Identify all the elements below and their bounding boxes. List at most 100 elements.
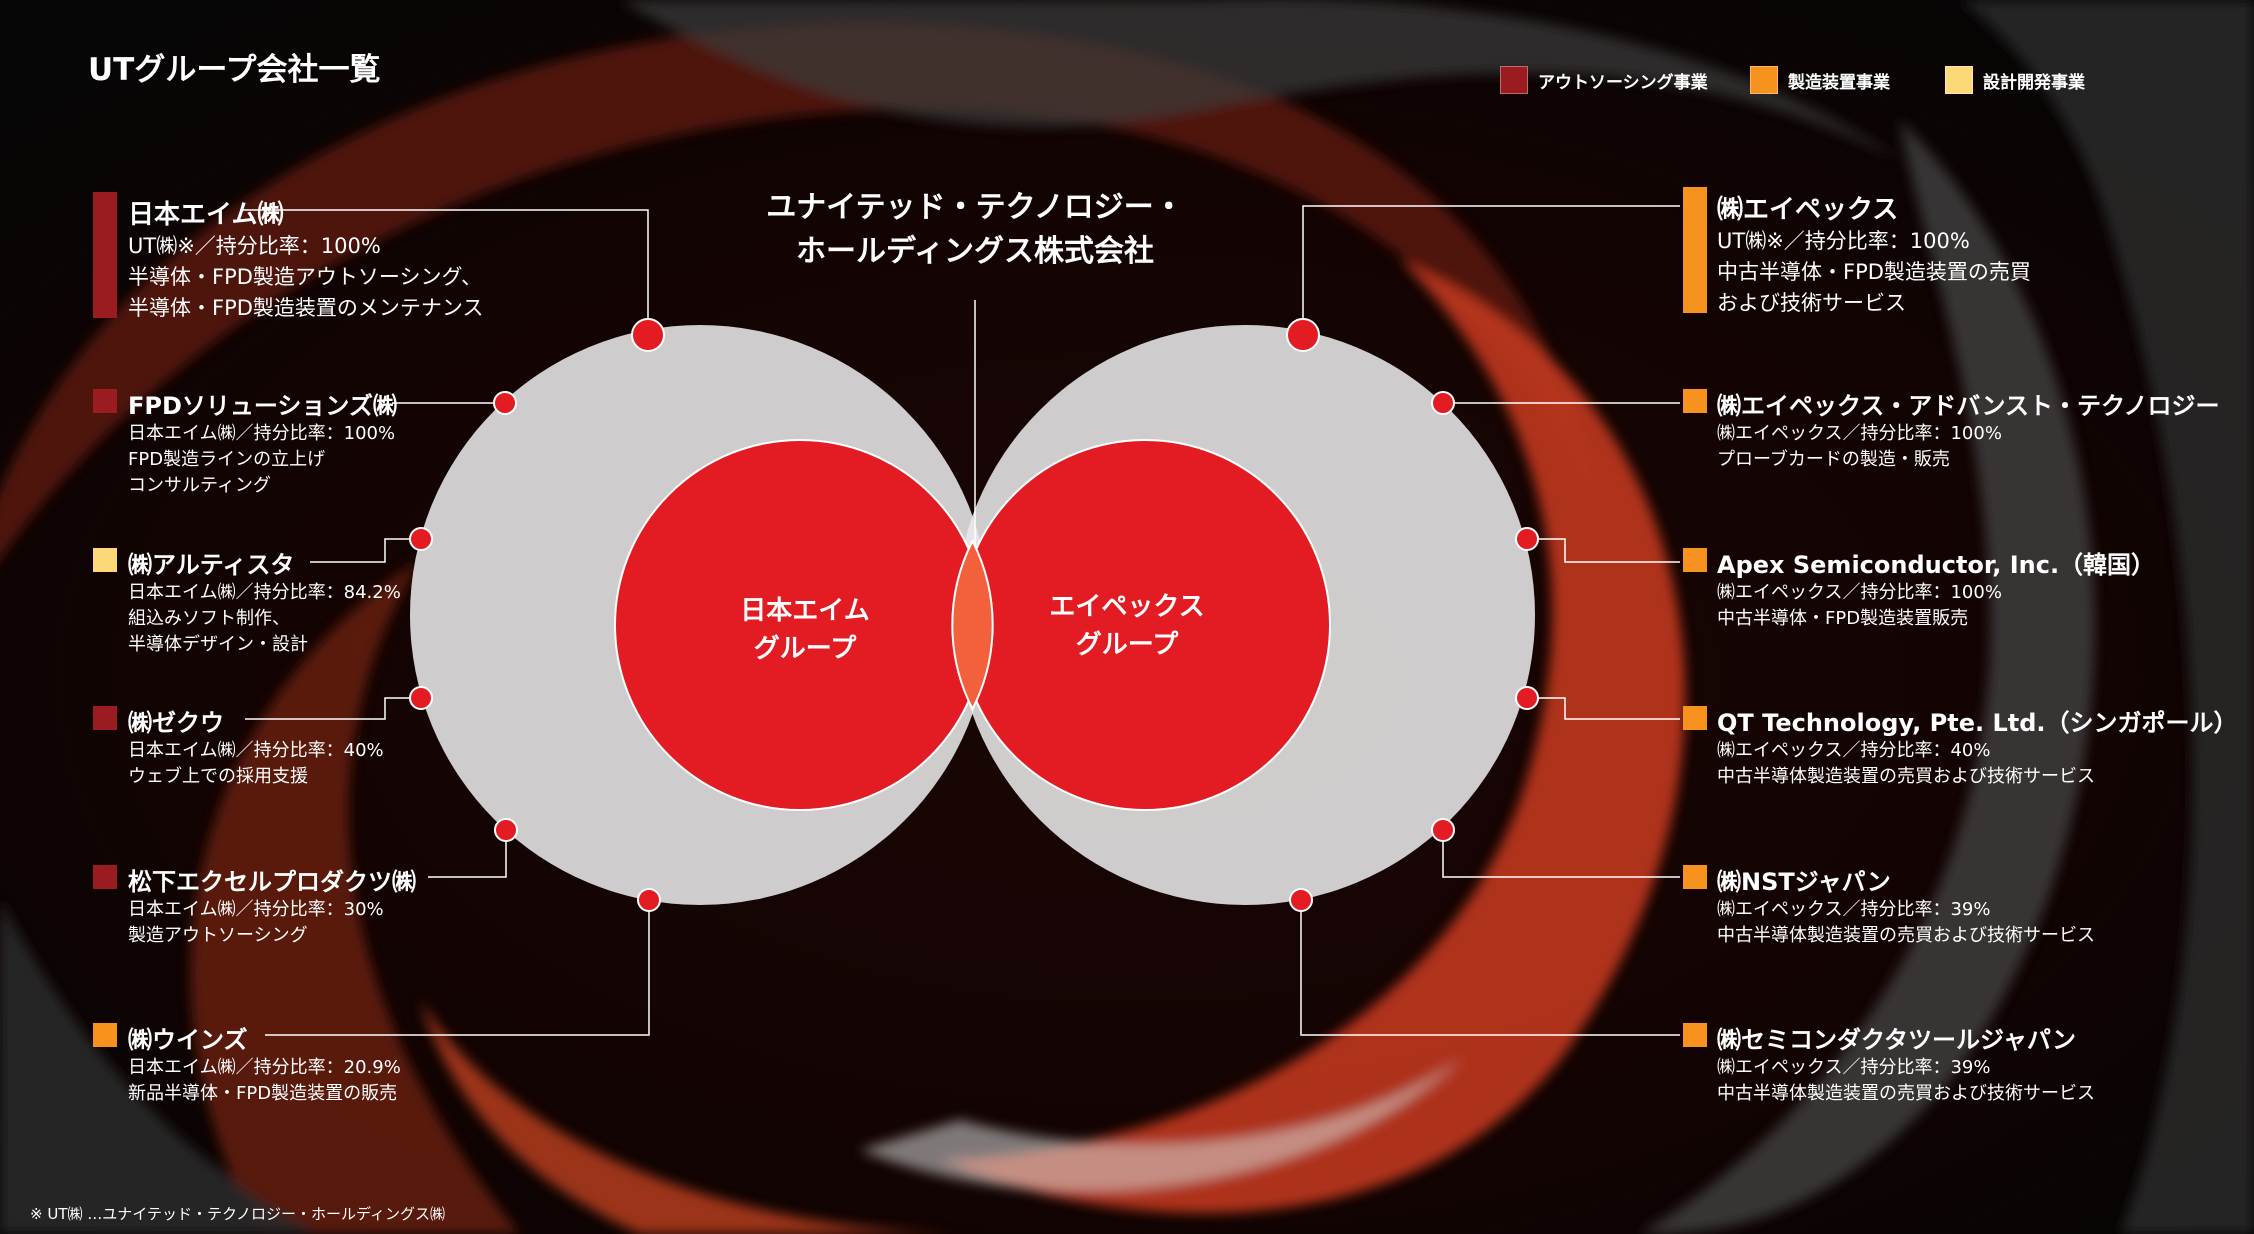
group-label-line: エイペックス bbox=[1049, 592, 1205, 622]
company-detail: 中古半導体製造装置の売買および技術サービス bbox=[1717, 1083, 2095, 1104]
company-detail: 半導体デザイン・設計 bbox=[128, 634, 308, 655]
legend-item: 設計開発事業 bbox=[1945, 66, 2085, 94]
page-title: UTグループ会社一覧 bbox=[88, 52, 381, 88]
left-connector-3 bbox=[310, 538, 421, 563]
right-connector-dot-3 bbox=[1515, 527, 1539, 551]
group-label-line: グループ bbox=[1075, 630, 1179, 660]
company-detail: 半導体・FPD製造装置のメンテナンス bbox=[128, 296, 484, 320]
legend-swatch bbox=[1945, 66, 1973, 94]
company-detail: 新品半導体・FPD製造装置の販売 bbox=[128, 1083, 398, 1104]
right-connector-dot-1 bbox=[1286, 318, 1320, 352]
left-company-6: ㈱ウインズ日本エイム㈱／持分比率：20.9% 新品半導体・FPD製造装置の販売 bbox=[128, 1020, 401, 1107]
company-detail: 中古半導体製造装置の売買および技術サービス bbox=[1717, 925, 2095, 946]
business-color-bar bbox=[1683, 548, 1707, 572]
right-connector-5 bbox=[1442, 830, 1680, 878]
company-name: ㈱エイペックス bbox=[1717, 195, 1899, 225]
right-connector-3 bbox=[1527, 538, 1680, 563]
left-company-2: FPDソリューションズ㈱日本エイム㈱／持分比率：100% FPD製造ラインの立上げ… bbox=[128, 386, 397, 499]
company-detail: ㈱エイペックス／持分比率：40% bbox=[1717, 740, 1991, 761]
company-detail: 日本エイム㈱／持分比率：30% bbox=[128, 899, 384, 920]
company-detail: 組込みソフト制作、 bbox=[128, 608, 290, 629]
company-name: 松下エクセルプロダクツ㈱ bbox=[128, 868, 416, 896]
right-connector-dot-4 bbox=[1515, 686, 1539, 710]
legend-label: 設計開発事業 bbox=[1983, 72, 2085, 93]
left-company-3: ㈱アルティスタ日本エイム㈱／持分比率：84.2% 組込みソフト制作、半導体デザイン… bbox=[128, 545, 401, 658]
company-name: ㈱セミコンダクタツールジャパン bbox=[1717, 1026, 2077, 1054]
right-company-6: ㈱セミコンダクタツールジャパン㈱エイペックス／持分比率：39% 中古半導体製造装置… bbox=[1717, 1020, 2095, 1107]
business-color-bar bbox=[1683, 706, 1707, 730]
company-detail: 半導体・FPD製造アウトソーシング、 bbox=[128, 265, 483, 289]
left-company-5: 松下エクセルプロダクツ㈱日本エイム㈱／持分比率：30% 製造アウトソーシング bbox=[128, 862, 416, 949]
company-detail: 中古半導体・FPD製造装置販売 bbox=[1717, 608, 1969, 629]
legend-item: アウトソーシング事業 bbox=[1500, 66, 1708, 94]
group-label-line: 日本エイム bbox=[740, 596, 870, 626]
holding-company-name: ユナイテッド・テクノロジー・ ホールディングス株式会社 bbox=[740, 186, 1210, 274]
company-detail: 中古半導体・FPD製造装置の売買 bbox=[1717, 260, 2031, 284]
business-color-bar bbox=[93, 1023, 117, 1047]
company-name: 日本エイム㈱ bbox=[128, 200, 284, 230]
company-detail: および技術サービス bbox=[1717, 291, 1906, 315]
company-name: FPDソリューションズ㈱ bbox=[128, 392, 397, 420]
business-color-bar bbox=[93, 865, 117, 889]
legend-swatch bbox=[1500, 66, 1528, 94]
company-detail: プローブカードの製造・販売 bbox=[1717, 449, 1950, 470]
business-color-bar bbox=[93, 389, 117, 413]
group-label-line: グループ bbox=[753, 634, 857, 664]
business-color-bar bbox=[1683, 389, 1707, 413]
business-color-bar bbox=[93, 706, 117, 730]
right-connector-6 bbox=[1300, 900, 1680, 1036]
company-detail: ウェブ上での採用支援 bbox=[128, 766, 308, 787]
business-color-bar bbox=[93, 548, 117, 572]
left-connector-5 bbox=[428, 830, 507, 878]
company-detail: 中古半導体製造装置の売買および技術サービス bbox=[1717, 766, 2095, 787]
footnote: ※ UT㈱ …ユナイテッド・テクノロジー・ホールディングス㈱ bbox=[30, 1205, 445, 1223]
company-detail: ㈱エイペックス／持分比率：39% bbox=[1717, 899, 1991, 920]
company-detail: ㈱エイペックス／持分比率：100% bbox=[1717, 423, 2002, 444]
company-detail: 日本エイム㈱／持分比率：40% bbox=[128, 740, 384, 761]
company-name: QT Technology, Pte. Ltd.（シンガポール） bbox=[1717, 709, 2238, 737]
business-color-bar bbox=[93, 192, 117, 318]
left-connector-dot-1 bbox=[631, 318, 665, 352]
company-detail: コンサルティング bbox=[128, 475, 271, 496]
legend-swatch bbox=[1750, 66, 1778, 94]
company-detail: 製造アウトソーシング bbox=[128, 925, 308, 946]
company-detail: ㈱エイペックス／持分比率：39% bbox=[1717, 1057, 1991, 1078]
company-name: ㈱NSTジャパン bbox=[1717, 868, 1891, 896]
overlap-lens bbox=[951, 538, 994, 712]
left-connector-dot-6 bbox=[637, 888, 661, 912]
company-detail: 日本エイム㈱／持分比率：84.2% bbox=[128, 582, 401, 603]
right-connector-1 bbox=[1302, 205, 1680, 335]
left-connector-dot-4 bbox=[409, 686, 433, 710]
company-detail: UT㈱※／持分比率：100% bbox=[1717, 229, 1970, 253]
group-label-apex: エイペックス グループ bbox=[1027, 588, 1227, 664]
legend-label: アウトソーシング事業 bbox=[1538, 72, 1708, 93]
business-color-bar bbox=[1683, 865, 1707, 889]
right-connector-dot-6 bbox=[1289, 888, 1313, 912]
group-label-nihon-aim: 日本エイム グループ bbox=[705, 592, 905, 668]
left-company-1: 日本エイム㈱ UT㈱※／持分比率：100% 半導体・FPD製造アウトソーシング、半導… bbox=[128, 194, 484, 324]
right-company-2: ㈱エイペックス・アドバンスト・テクノロジー㈱エイペックス／持分比率：100%プロ… bbox=[1717, 386, 2220, 473]
company-name: ㈱アルティスタ bbox=[128, 551, 295, 579]
company-detail: FPD製造ラインの立上げ bbox=[128, 449, 326, 470]
company-name: ㈱ウインズ bbox=[128, 1026, 248, 1054]
left-connector-4 bbox=[245, 697, 421, 720]
company-name: Apex Semiconductor, Inc.（韓国） bbox=[1717, 551, 2156, 579]
right-company-1: ㈱エイペックス UT㈱※／持分比率：100% 中古半導体・FPD製造装置の売買および… bbox=[1717, 189, 2031, 319]
left-connector-6 bbox=[265, 900, 650, 1036]
company-detail: ㈱エイペックス／持分比率：100% bbox=[1717, 582, 2002, 603]
holding-line-2: ホールディングス株式会社 bbox=[796, 234, 1154, 269]
left-connector-dot-2 bbox=[493, 391, 517, 415]
right-connector-dot-5 bbox=[1431, 818, 1455, 842]
right-connector-4 bbox=[1527, 697, 1680, 720]
company-detail: 日本エイム㈱／持分比率：100% bbox=[128, 423, 396, 444]
right-connector-dot-2 bbox=[1431, 391, 1455, 415]
legend-item: 製造装置事業 bbox=[1750, 66, 1890, 94]
legend-label: 製造装置事業 bbox=[1788, 72, 1890, 93]
left-connector-dot-3 bbox=[409, 527, 433, 551]
right-company-4: QT Technology, Pte. Ltd.（シンガポール） ㈱エイペックス／… bbox=[1717, 703, 2238, 790]
company-detail: 日本エイム㈱／持分比率：20.9% bbox=[128, 1057, 401, 1078]
company-detail: UT㈱※／持分比率：100% bbox=[128, 234, 381, 258]
holding-line-1: ユナイテッド・テクノロジー・ bbox=[766, 190, 1184, 225]
